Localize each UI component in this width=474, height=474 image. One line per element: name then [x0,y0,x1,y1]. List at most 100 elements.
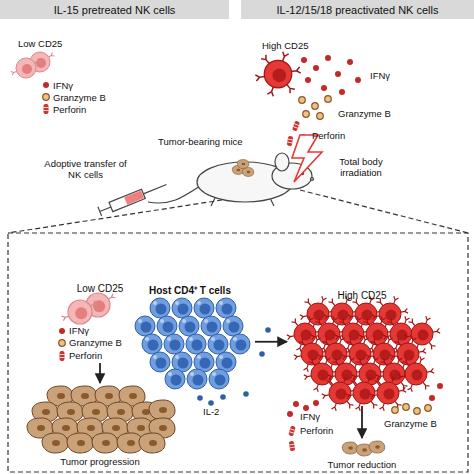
top-right-cells [339,89,345,95]
tumor-reduction-cells [342,441,385,456]
zoom-frame [8,190,468,233]
tumor-progression-cells [27,386,175,453]
top-right-cells [317,113,324,120]
node-text: IL-12/15/18 preactivated NK cells [276,4,438,16]
top-left-cells [43,82,49,88]
annotation-label: Granzyme B [384,418,437,429]
t-cell-cluster [194,298,214,318]
bottom-left-cells [59,340,66,347]
tumor-progression-cells [92,433,118,453]
top-right-cells [255,52,300,96]
il2-dots [208,400,214,406]
flow-arrow [255,341,287,343]
syringe [98,180,169,216]
tumor-progression-cells [67,433,93,453]
annotation-label: Perforin [300,425,333,436]
secreted-molecules [313,400,319,406]
flow-arrow [361,406,363,438]
t-cell-cluster [216,298,236,318]
node-text: Tumor reduction [328,459,397,470]
top-right-cells [313,65,319,71]
syringe [109,189,145,211]
mouse [148,153,314,206]
annotation-label: Adoptive transfer of NK cells [38,158,133,180]
top-right-cells [292,120,300,131]
top-right-cells [335,71,341,77]
il2-dots [259,351,265,357]
cell-group: High CD25 [287,290,437,406]
tumor-progression-cells [42,433,68,453]
secreted-molecules [429,395,435,401]
t-cell-cluster [150,298,170,318]
high-nk-cluster [287,296,440,411]
top-right-cells [321,85,327,91]
t-cell-cluster [208,334,228,354]
top-right-cells [325,96,332,103]
annotation-label: IFNγ [370,70,390,81]
annotation-label: IFNγ [300,411,320,422]
header-band: IL-15 pretreated NK cells [0,0,229,19]
mouse [311,178,314,181]
bottom-left-cells [62,300,98,324]
node-text: High CD25 [338,290,387,301]
t-cell-cluster [230,334,250,354]
secreted-molecules [287,383,443,451]
node-text: Low CD25 [77,283,124,294]
secreted-molecules [425,405,432,412]
t-cell-cluster [186,334,206,354]
top-right-cells [301,57,307,63]
irradiation-bolt [292,135,322,182]
annotation-label: Perforin [312,130,345,141]
secreted-molecules [287,411,293,417]
tumor-group: Tumor reduction [322,438,402,470]
top-right-cells [287,136,294,147]
annotation-label: Granzyme B [53,92,106,103]
annotation-label: Granzyme B [338,108,391,119]
annotation-label: Total body irradiation [326,156,396,178]
flow-arrow [99,363,101,383]
top-right-cells [325,55,331,61]
syringe [98,180,169,216]
top-left-cells [44,104,49,114]
t-cell-cluster [201,316,221,336]
t-cell-cluster [187,369,207,389]
annotation-label: Perforin [69,350,102,361]
tumor-group: Tumor progression [25,383,175,467]
t-cell-cluster [165,369,185,389]
mouse-tumor [232,160,254,177]
top-right-cells [347,59,353,65]
t-cell-cluster [223,316,243,336]
il2-dots [197,327,271,406]
zoom-frame [8,233,468,472]
annotation-label: IFNγ [53,80,73,91]
mouse-tumor [237,160,249,169]
t-cell-cluster [164,334,184,354]
t-cell-cluster [142,334,162,354]
tumor-progression-cells [149,400,175,420]
annotation-label: IFNγ [69,325,89,336]
t-cell-cluster [135,298,250,389]
secreted-molecules [392,407,399,414]
mouse-tumor [242,168,254,177]
zoom-frame [8,190,468,472]
top-right-cells [312,103,319,110]
annotation-label: Low CD25 [18,38,62,49]
il2-dots [265,327,271,333]
top-left-cells [11,52,55,114]
secreted-molecules [437,383,443,389]
secreted-molecules [403,404,410,411]
il2-dots [220,394,226,400]
secreted-molecules [303,405,309,411]
node-text: Host CD4⁺ T cells [149,283,231,297]
top-left-cells [43,94,50,101]
secreted-molecules [293,401,299,407]
t-cell-cluster [209,369,229,389]
top-right-cells [255,52,361,147]
top-left-cells [11,58,41,78]
bottom-left-cells [59,293,116,361]
header-band: IL-12/15/18 preactivated NK cells [241,0,474,19]
t-cell-cluster [157,316,177,336]
il2-dots [197,395,203,401]
high-nk-cluster [398,356,434,392]
